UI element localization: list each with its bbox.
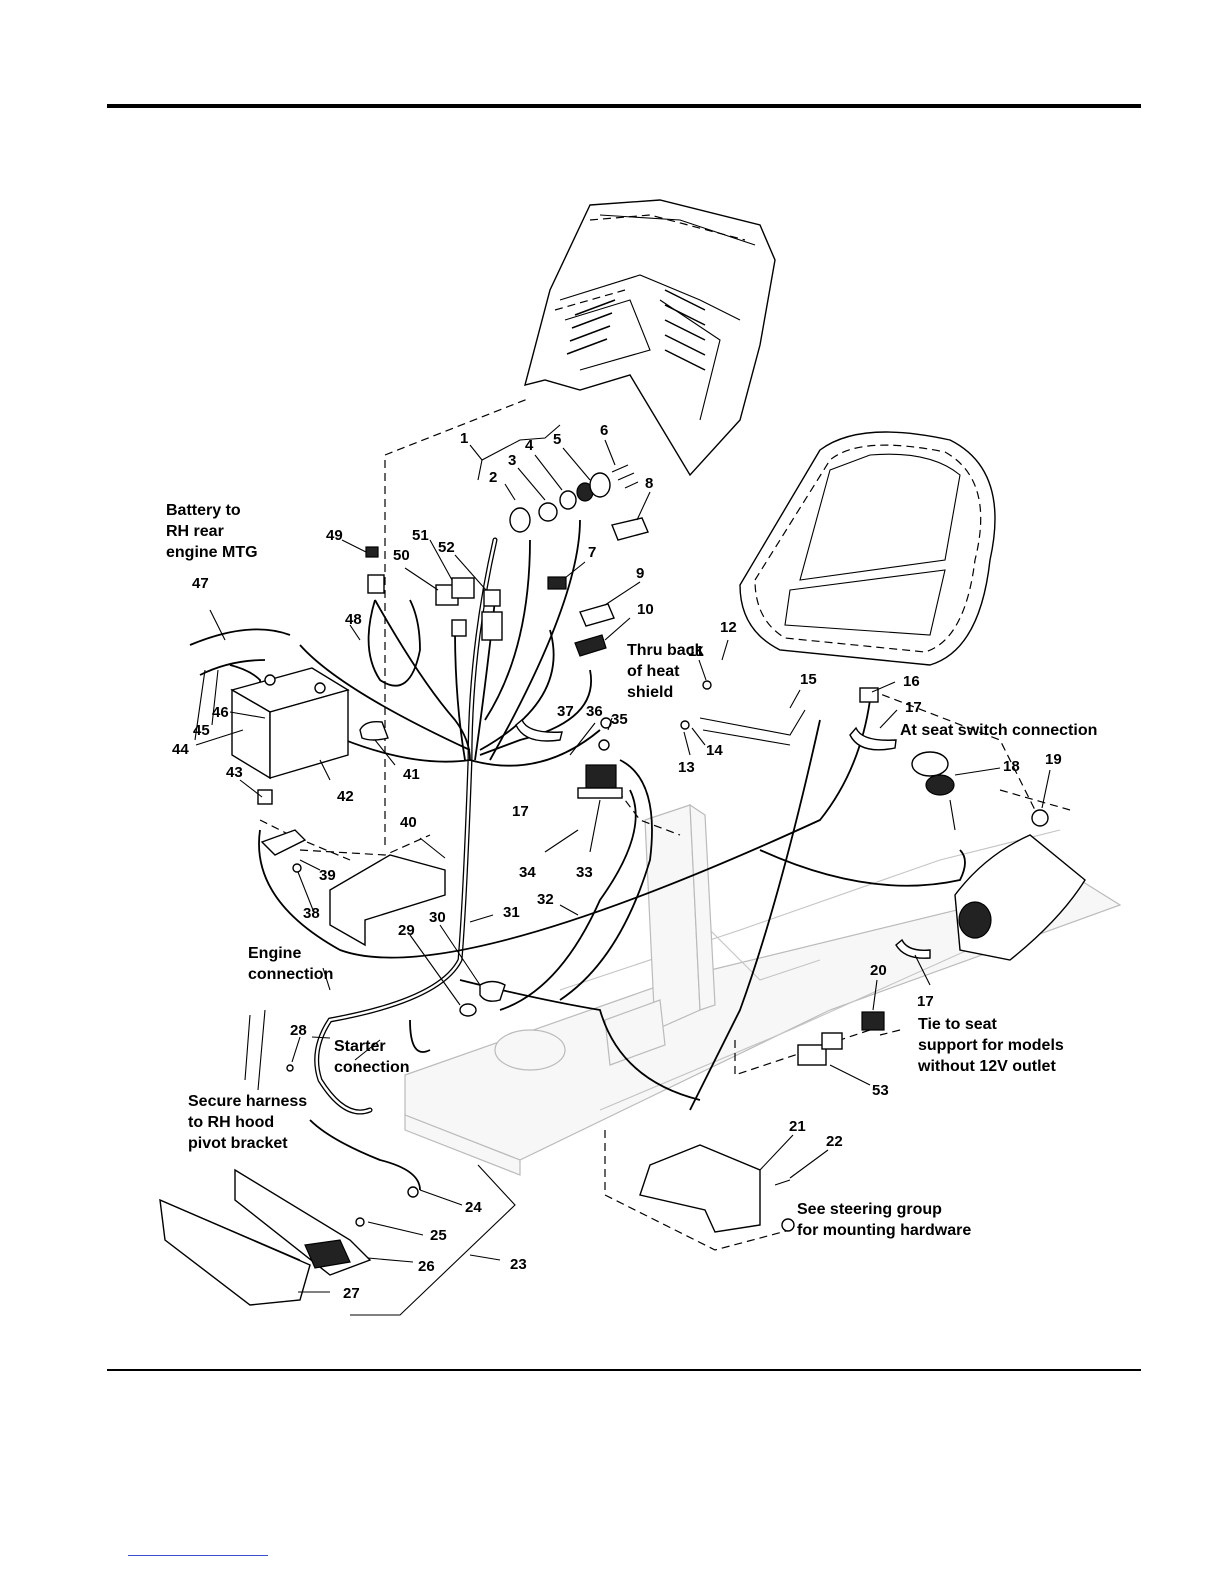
callout-41: 41 — [403, 766, 420, 783]
callout-14: 14 — [706, 742, 723, 759]
note-tie-line3: without 12V outlet — [917, 1058, 1056, 1075]
callout-10: 10 — [637, 601, 654, 618]
footer-rule — [107, 1369, 1141, 1371]
chassis-frame-ghost — [404, 803, 1122, 1176]
callout-leaders — [194, 424, 1051, 1316]
callout-11: 11 — [688, 643, 704, 660]
callout-33: 33 — [576, 864, 593, 881]
callout-52: 52 — [438, 539, 455, 556]
note-secure-line3: pivot bracket — [188, 1135, 288, 1152]
callout-6: 6 — [600, 422, 608, 439]
callout-49: 49 — [326, 527, 343, 544]
callout-17-seat: 17 — [905, 699, 922, 716]
callout-35: 35 — [611, 711, 628, 728]
callout-19: 19 — [1045, 751, 1062, 768]
callout-21: 21 — [789, 1118, 806, 1135]
callout-8: 8 — [645, 475, 653, 492]
callout-53: 53 — [872, 1082, 889, 1099]
callout-16: 16 — [903, 673, 920, 690]
callout-26: 26 — [418, 1258, 435, 1275]
note-heat-shield-line2: of heat — [627, 663, 680, 680]
note-seat-switch: At seat switch connection — [900, 722, 1097, 739]
note-battery-line3: engine MTG — [166, 544, 258, 561]
callout-2: 2 — [489, 469, 497, 486]
note-secure-line1: Secure harness — [188, 1093, 307, 1110]
callout-37: 37 — [557, 703, 574, 720]
callout-47: 47 — [192, 575, 209, 592]
callout-44: 44 — [172, 741, 189, 758]
callout-17-tie: 17 — [917, 993, 934, 1010]
callout-15: 15 — [800, 671, 817, 688]
callout-39: 39 — [319, 867, 336, 884]
callout-32: 32 — [537, 891, 554, 908]
callout-numbers: 1 2 3 4 5 6 7 8 9 10 11 12 13 14 15 16 1… — [172, 422, 1062, 1302]
callout-9: 9 — [636, 565, 644, 582]
note-battery-line1: Battery to — [166, 502, 241, 519]
callout-50: 50 — [393, 547, 410, 564]
callout-18: 18 — [1003, 758, 1020, 775]
callout-34: 34 — [519, 864, 536, 881]
callout-45: 45 — [193, 722, 210, 739]
callout-43: 43 — [226, 764, 243, 781]
note-tie-line2: support for models — [918, 1037, 1064, 1054]
callout-17-mid: 17 — [512, 803, 529, 820]
note-heat-shield-line1: Thru back — [627, 642, 704, 659]
note-engine-line2: connection — [248, 966, 333, 983]
callout-28: 28 — [290, 1022, 307, 1039]
battery-part — [230, 667, 350, 780]
diagram-notes: Battery to RH rear engine MTG Thru back … — [166, 502, 1097, 1239]
callout-36: 36 — [586, 703, 603, 720]
note-steering-line1: See steering group — [797, 1201, 942, 1218]
note-tie-line1: Tie to seat — [918, 1016, 998, 1033]
callout-1: 1 — [460, 430, 468, 447]
callout-20: 20 — [870, 962, 887, 979]
note-secure-line2: to RH hood — [188, 1114, 274, 1131]
callout-13: 13 — [678, 759, 695, 776]
footer-link-underline[interactable] — [128, 1555, 268, 1556]
note-battery-line2: RH rear — [166, 523, 224, 540]
note-starter-line2: conection — [334, 1059, 410, 1076]
callout-23: 23 — [510, 1256, 527, 1273]
callout-4: 4 — [525, 437, 534, 454]
note-starter-line1: Starter — [334, 1038, 386, 1055]
callout-51: 51 — [412, 527, 429, 544]
wiring-harness — [189, 519, 966, 1191]
note-heat-shield-line3: shield — [627, 684, 673, 701]
callout-24: 24 — [465, 1199, 482, 1216]
callout-46: 46 — [212, 704, 229, 721]
seat-part — [739, 431, 996, 666]
callout-12: 12 — [720, 619, 737, 636]
hood-part — [524, 199, 776, 477]
note-steering-line2: for mounting hardware — [797, 1222, 971, 1239]
callout-7: 7 — [588, 544, 596, 561]
callout-29: 29 — [398, 922, 415, 939]
callout-27: 27 — [343, 1285, 360, 1302]
small-parts — [159, 464, 1086, 1306]
callout-40: 40 — [400, 814, 417, 831]
callout-48: 48 — [345, 611, 362, 628]
callout-31: 31 — [503, 904, 520, 921]
callout-5: 5 — [553, 431, 561, 448]
callout-42: 42 — [337, 788, 354, 805]
callout-30: 30 — [429, 909, 446, 926]
callout-38: 38 — [303, 905, 320, 922]
callout-25: 25 — [430, 1227, 447, 1244]
callout-3: 3 — [508, 452, 516, 469]
callout-22: 22 — [826, 1133, 843, 1150]
note-engine-line1: Engine — [248, 945, 301, 962]
header-rule — [107, 104, 1141, 108]
